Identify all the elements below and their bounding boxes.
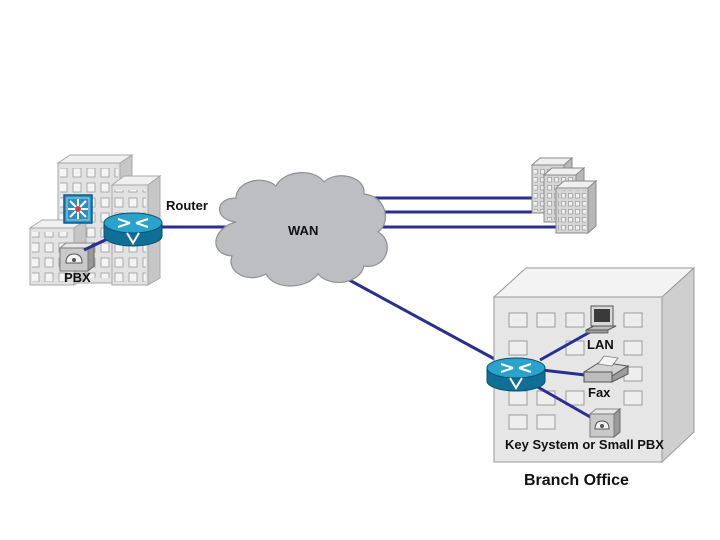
wan-cloud-icon bbox=[215, 172, 388, 287]
fax-icon bbox=[582, 355, 630, 383]
lan-label: LAN bbox=[587, 337, 614, 352]
branch-office-label: Branch Office bbox=[524, 472, 629, 489]
fax-label: Fax bbox=[588, 385, 611, 400]
wan-label: WAN bbox=[288, 223, 319, 238]
link-branch-router-pbx bbox=[535, 384, 593, 420]
pbx-label: PBX bbox=[64, 270, 91, 285]
voice-router-icon bbox=[486, 357, 546, 392]
link-wan-branch-router bbox=[339, 273, 501, 364]
voice-router-icon bbox=[103, 212, 163, 247]
key-system-label: Key System or Small PBX bbox=[505, 437, 664, 452]
office-building-icon bbox=[554, 179, 598, 235]
pbx-phone-icon bbox=[58, 241, 96, 273]
workstation-icon bbox=[585, 305, 617, 334]
pbx-phone-icon bbox=[588, 407, 622, 439]
link-branch-router-lan bbox=[539, 330, 591, 362]
router-label: Router bbox=[166, 198, 208, 213]
remote-sites-cluster bbox=[530, 156, 598, 235]
multilayer-switch-icon bbox=[63, 194, 93, 224]
link-branch-router-fax bbox=[541, 368, 586, 377]
